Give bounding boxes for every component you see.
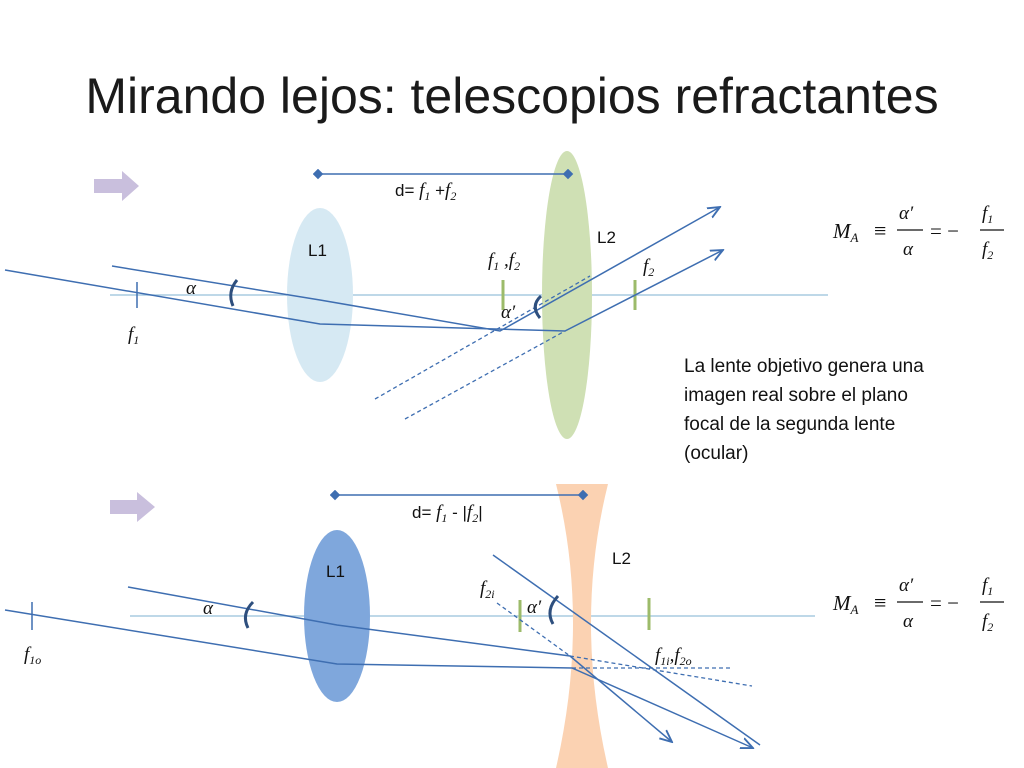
top-alpha-prime-label: α′ — [501, 302, 516, 323]
description-line: La lente objetivo genera una — [684, 356, 924, 377]
description-line: (ocular) — [684, 443, 749, 464]
top-lens-l1-label: L1 — [308, 241, 327, 260]
top-focal-f2-label: f2 — [643, 256, 654, 279]
slide-title: Mirando lejos: telescopios refractantes — [85, 68, 939, 124]
bottom-ray-extension-3 — [496, 602, 571, 657]
bottom-alpha-arc — [243, 600, 255, 629]
svg-text:α′: α′ — [899, 203, 914, 224]
bottom-ray-lower — [4, 609, 753, 748]
svg-text:f1: f1 — [982, 203, 993, 226]
description-line: focal de la segunda lente — [684, 414, 896, 435]
bottom-alpha-label: α — [203, 598, 214, 619]
svg-text:f2: f2 — [982, 239, 993, 262]
bottom-ray-extension-1 — [569, 655, 753, 687]
bottom-lens-l1 — [304, 530, 370, 702]
top-lens-l2 — [542, 151, 592, 439]
bottom-focal-f1if2o-label: f1i,f2o — [655, 645, 692, 668]
top-ray-upper — [111, 207, 720, 332]
top-ray-extension-2 — [404, 330, 566, 420]
bottom-lens-l2-label: L2 — [612, 549, 631, 568]
objective-description: La lente objetivo genera una imagen real… — [684, 352, 984, 468]
magnification-formula-top: MA ≡ α′ α = − f1 f2 — [832, 203, 1004, 262]
bottom-alpha-prime-arc — [548, 594, 560, 625]
bottom-lens-l2 — [556, 484, 608, 768]
bottom-diagram: d= f1 - |f2| L1 L2 α α′ f1o f2i f1i,f2o — [4, 484, 815, 768]
svg-text:≡: ≡ — [874, 590, 886, 615]
top-alpha-arc — [229, 279, 239, 307]
bottom-lens-l1-label: L1 — [326, 562, 345, 581]
description-line: imagen real sobre el plano — [684, 385, 908, 406]
svg-text:f2: f2 — [982, 611, 993, 634]
svg-text:≡: ≡ — [874, 218, 886, 243]
svg-text:α: α — [903, 611, 914, 632]
top-focal-f1f2-label: f1 ,f2 — [488, 250, 520, 273]
svg-text:= −: = − — [930, 219, 959, 243]
top-lens-l2-label: L2 — [597, 228, 616, 247]
svg-text:= −: = − — [930, 591, 959, 615]
top-alpha-label: α — [186, 278, 197, 299]
svg-text:α: α — [903, 239, 914, 260]
magnification-formula-bottom: MA ≡ α′ α = − f1 f2 — [832, 575, 1004, 634]
svg-text:MA: MA — [832, 219, 859, 245]
top-ray-extension-1 — [374, 275, 591, 400]
top-diagram: d= f1 +f2 L1 L2 α α′ f1 f1 ,f2 f2 — [4, 151, 828, 439]
top-distance-label: d= f1 +f2 — [395, 180, 456, 203]
bottom-focal-f1o-label: f1o — [24, 644, 41, 667]
top-lens-l1 — [287, 208, 353, 382]
top-ray-lower — [4, 250, 723, 332]
bottom-ray-upper — [127, 586, 672, 742]
bottom-pointer-arrow-icon — [110, 492, 155, 522]
bottom-focal-f2i-label: f2i — [480, 578, 495, 601]
bottom-alpha-prime-label: α′ — [527, 597, 542, 618]
top-focal-f1-label: f1 — [128, 324, 139, 347]
top-pointer-arrow-icon — [94, 171, 139, 201]
bottom-distance-label: d= f1 - |f2| — [412, 502, 483, 525]
top-alpha-prime-arc — [533, 294, 543, 319]
svg-text:α′: α′ — [899, 575, 914, 596]
svg-text:MA: MA — [832, 591, 859, 617]
bottom-ray-extension-upper — [492, 554, 761, 746]
svg-text:f1: f1 — [982, 575, 993, 598]
